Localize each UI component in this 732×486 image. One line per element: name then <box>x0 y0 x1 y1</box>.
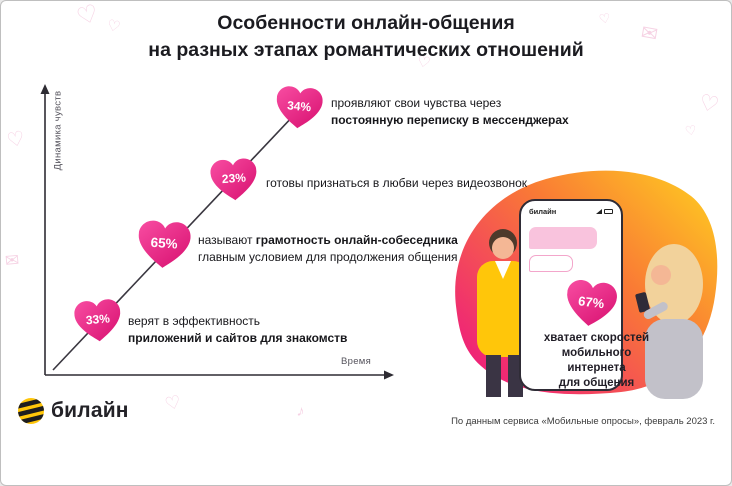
y-axis-label: Динамика чувств <box>52 90 64 171</box>
heart-marker-65: 65% <box>136 219 191 271</box>
heart-icon <box>567 280 617 326</box>
heart-icon <box>210 158 257 201</box>
beeline-logo: билайн <box>17 397 129 425</box>
signal-icon <box>596 209 602 214</box>
chat-bubble <box>529 227 597 249</box>
heart-marker-23: 23% <box>210 157 259 202</box>
heart-icon <box>138 220 191 268</box>
point-label-65: называют грамотность онлайн-собеседника … <box>198 233 458 264</box>
heart-marker-67: 67% <box>563 278 618 330</box>
callout-label: хватает скоростей мобильного интернета д… <box>543 332 650 389</box>
woman-illustration <box>635 244 703 399</box>
point-label-23: готовы признаться в любви через видеозво… <box>266 176 527 190</box>
man-illustration <box>477 229 536 397</box>
x-axis-arrow-icon <box>384 370 394 380</box>
bee-icon <box>18 398 44 424</box>
point-label-33: верят в эффективность приложений и сайто… <box>128 314 348 345</box>
y-axis-arrow-icon <box>40 84 50 94</box>
x-axis-label: Время <box>341 356 372 367</box>
page-title: Особенности онлайн-общения на разных эта… <box>1 10 731 64</box>
heart-icon <box>276 86 323 129</box>
chat-bubble <box>529 255 573 272</box>
brand-wordmark: билайн <box>51 399 129 422</box>
heart-marker-33: 33% <box>73 298 122 344</box>
battery-icon <box>604 209 613 214</box>
title-line1: Особенности онлайн-общения <box>217 12 515 34</box>
point-label-34: проявляют свои чувства через постоянную … <box>331 96 569 127</box>
phone-status-icons <box>596 209 613 214</box>
phone-brand-label: билайн <box>529 207 557 216</box>
heart-icon <box>74 299 121 342</box>
heart-marker-34: 34% <box>274 85 323 131</box>
source-note: По данным сервиса «Мобильные опросы», фе… <box>451 416 715 427</box>
title-line2: на разных этапах романтических отношений <box>148 39 584 61</box>
